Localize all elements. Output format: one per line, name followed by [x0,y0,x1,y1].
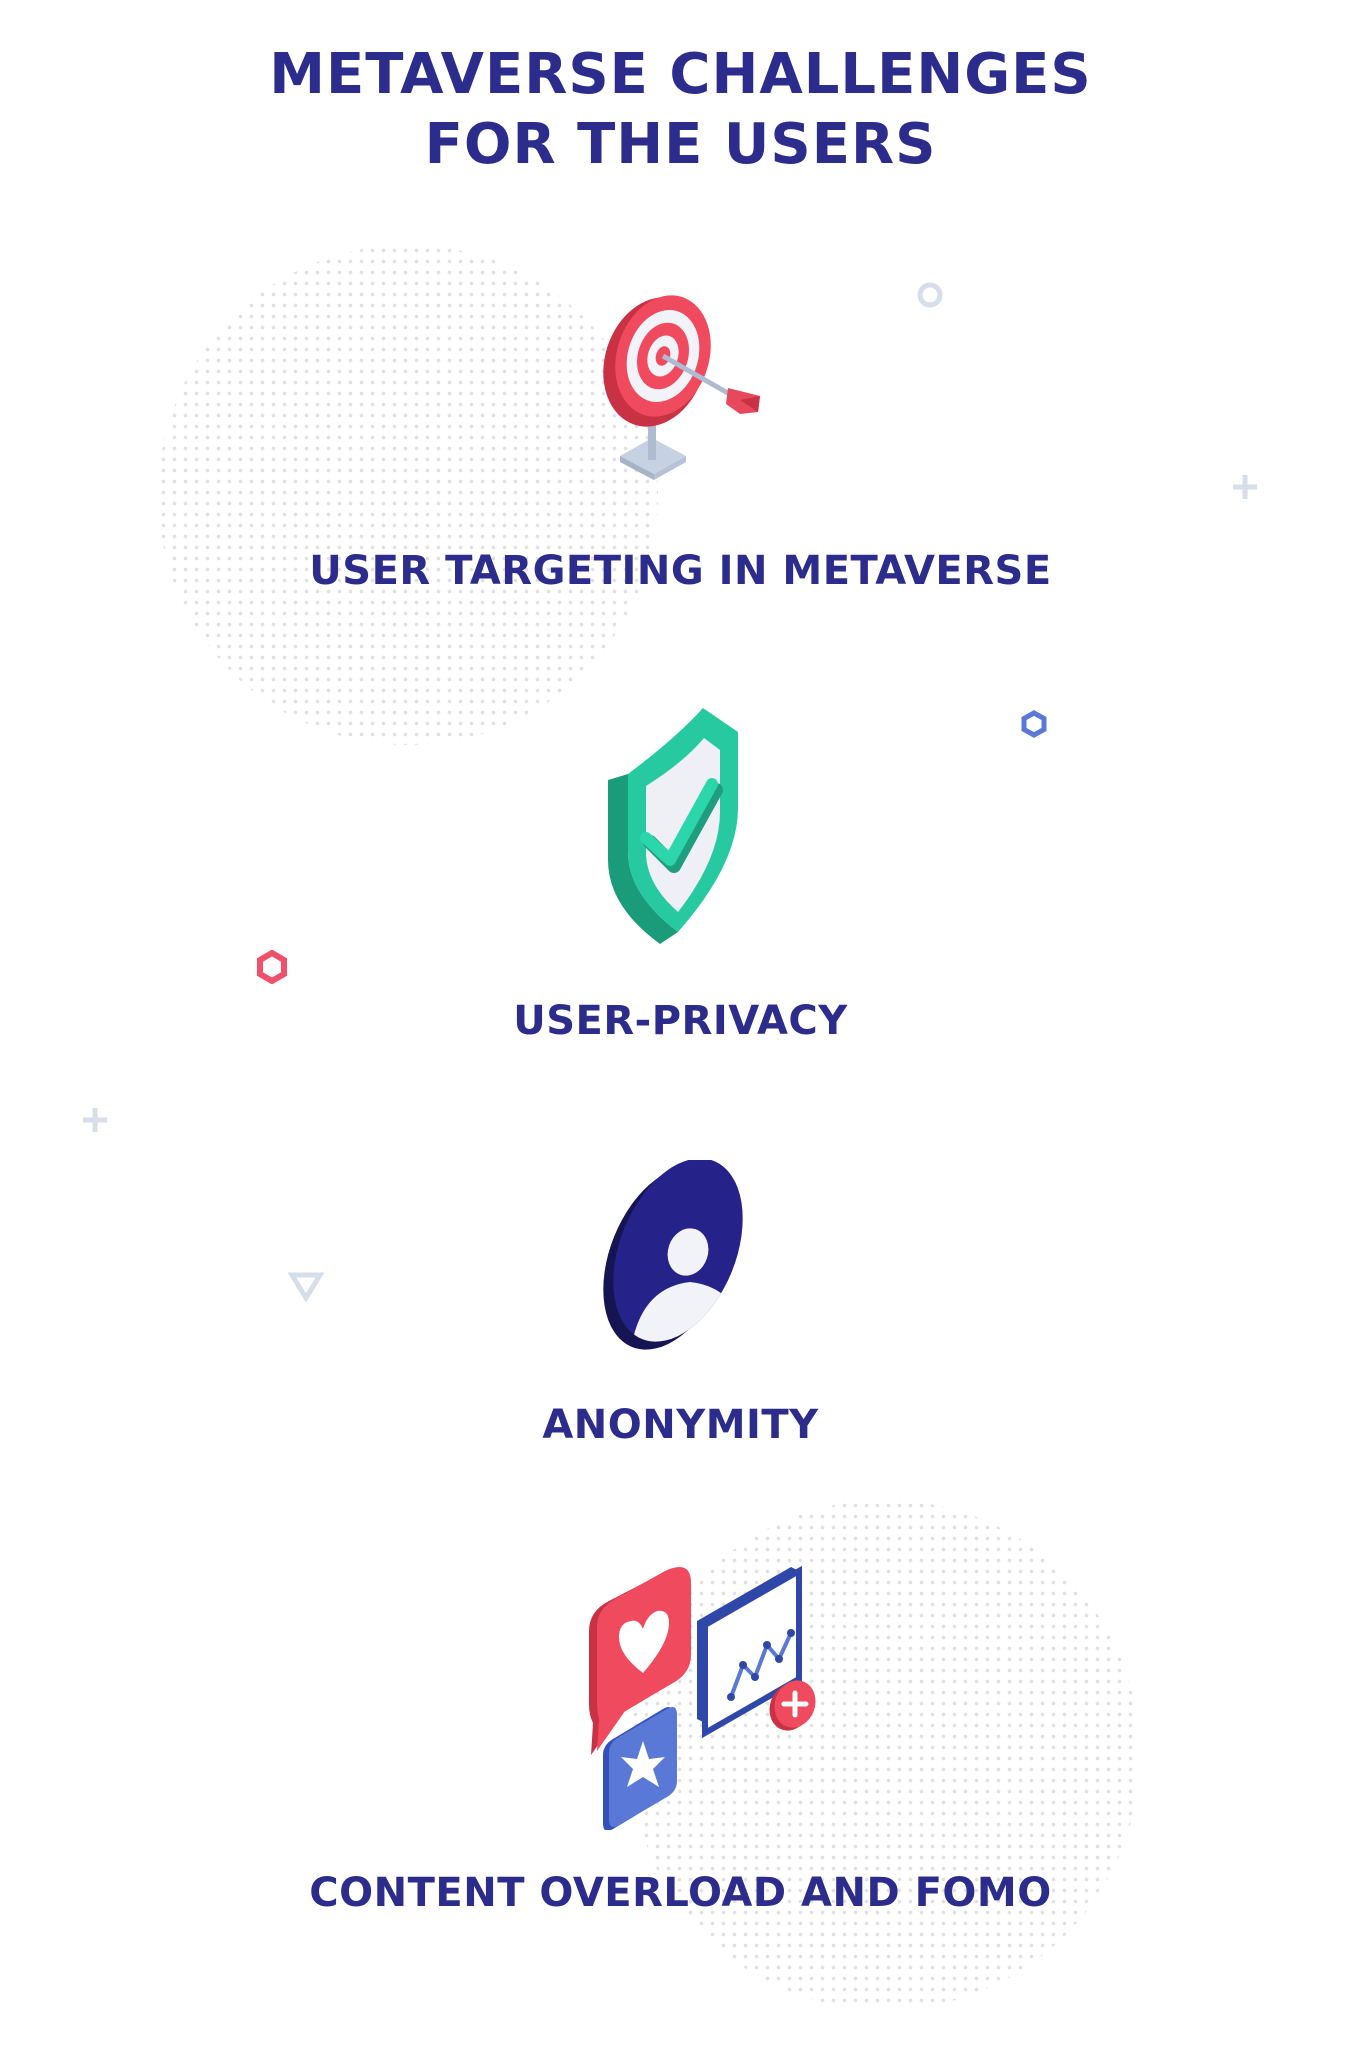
social-notifications-icon [589,1565,816,1830]
item-label-anonymity: ANONYMITY [542,1402,819,1448]
user-avatar-icon [603,1160,743,1355]
page-title-line-2: FOR THE USERS [424,112,937,177]
page-title: METAVERSE CHALLENGES FOR THE USERS [0,40,1361,180]
page-title-line-1: METAVERSE CHALLENGES [269,42,1092,107]
dotted-background-circle-bottom [630,1500,1140,2010]
hexagon-decoration-red-icon [257,950,287,984]
shield-check-icon [608,708,738,944]
item-label-content-overload: CONTENT OVERLOAD AND FOMO [309,1870,1052,1916]
plus-decoration-icon [1233,475,1257,499]
plus-decoration-left-icon [83,1108,107,1132]
item-label-user-privacy: USER-PRIVACY [513,998,848,1044]
hexagon-decoration-blue-icon [1021,710,1047,738]
target-arrow-icon [603,295,760,480]
triangle-decoration-icon [288,1272,324,1302]
item-label-user-targeting: USER TARGETING IN METAVERSE [309,548,1052,594]
ring-decoration-icon [917,282,943,308]
dotted-background-circle-top [158,245,658,745]
